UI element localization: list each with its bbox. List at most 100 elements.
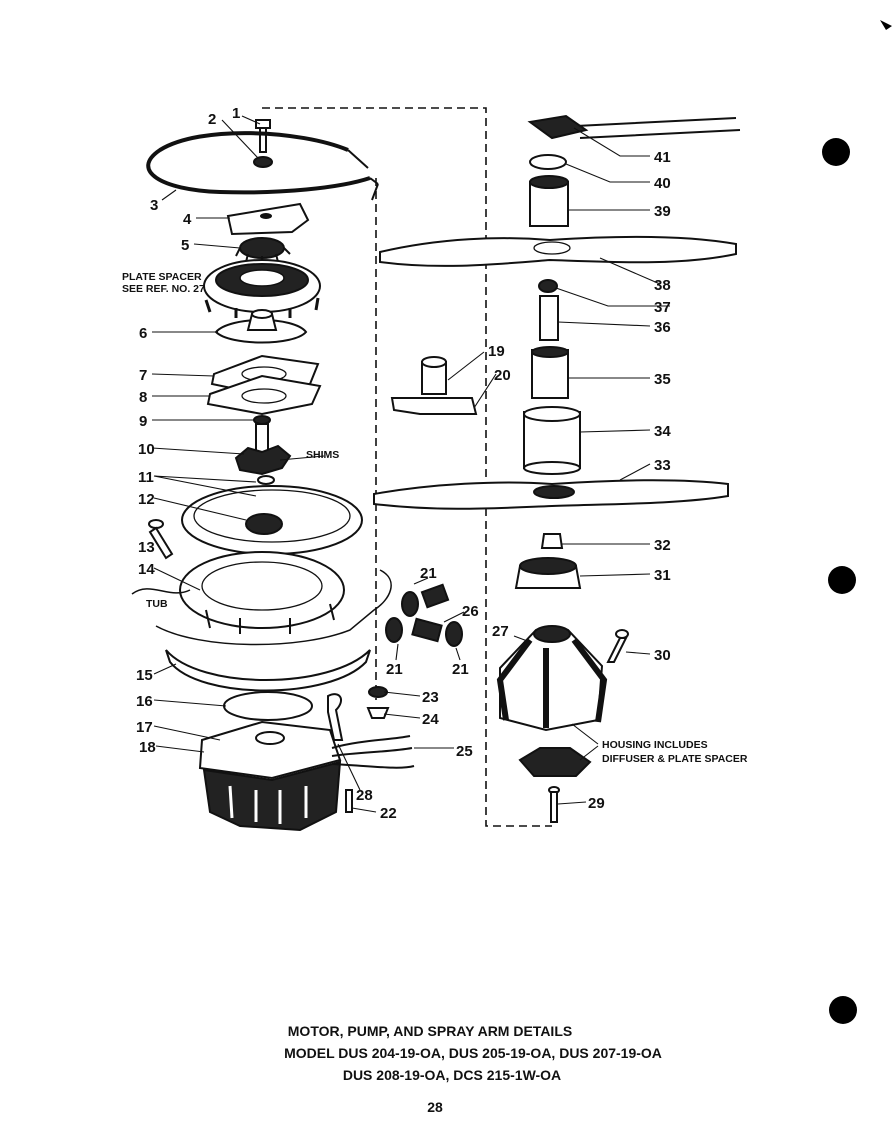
callout-31: 31 xyxy=(654,567,671,584)
callout-24: 24 xyxy=(422,711,439,728)
note-housing-2: DIFFUSER & PLATE SPACER xyxy=(602,753,748,765)
note-shims: SHIMS xyxy=(306,449,339,461)
callout-28: 28 xyxy=(356,787,373,804)
part-26-hoses xyxy=(411,583,450,643)
part-1-screw xyxy=(255,119,271,153)
callout-22: 22 xyxy=(380,805,397,822)
binder-hole-bottom xyxy=(829,996,857,1024)
part-25-wires xyxy=(331,735,415,769)
part-32-nut xyxy=(540,533,564,549)
callout-19: 19 xyxy=(488,343,505,360)
part-16-disc xyxy=(223,691,313,721)
callout-32: 32 xyxy=(654,537,671,554)
part-6-pump-cover xyxy=(214,309,308,344)
note-tub: TUB xyxy=(146,598,168,610)
assembly-guide-lines xyxy=(262,107,552,827)
part-15-ring xyxy=(165,649,371,692)
title-block: MOTOR, PUMP, AND SPRAY ARM DETAILS MODEL… xyxy=(284,1023,662,1115)
callout-21-b: 21 xyxy=(386,661,403,678)
callout-16: 16 xyxy=(136,693,153,710)
callout-7: 7 xyxy=(139,367,147,384)
note-plate-spacer-1: PLATE SPACER xyxy=(122,271,202,283)
binder-hole-middle xyxy=(828,566,856,594)
part-22-screw xyxy=(345,789,353,813)
callout-27: 27 xyxy=(492,623,509,640)
callout-29: 29 xyxy=(588,795,605,812)
callout-34: 34 xyxy=(654,423,671,440)
part-8-plate xyxy=(206,374,322,416)
tub-outline xyxy=(131,569,392,646)
part-9-seal xyxy=(253,415,271,425)
callout-26: 26 xyxy=(462,603,479,620)
title-line-2: MODEL DUS 204-19-OA, DUS 205-19-OA, DUS … xyxy=(284,1045,662,1061)
part-10-chopper xyxy=(234,423,292,476)
part-39-nut xyxy=(529,175,569,227)
note-plate-spacer-2: SEE REF. NO. 27 xyxy=(122,283,205,295)
part-34-tube xyxy=(523,406,581,475)
note-housing-1: HOUSING INCLUDES xyxy=(602,739,708,751)
shims xyxy=(257,475,275,485)
part-29-screw xyxy=(548,786,560,823)
corner-mark xyxy=(880,20,892,30)
callout-3: 3 xyxy=(150,197,158,214)
callout-38: 38 xyxy=(654,277,671,294)
callout-18: 18 xyxy=(139,739,156,756)
callout-23: 23 xyxy=(422,689,439,706)
binder-hole-top xyxy=(822,138,850,166)
part-37-nut xyxy=(538,279,558,293)
part-24-valve xyxy=(366,707,390,719)
callout-13: 13 xyxy=(138,539,155,556)
part-36-tube xyxy=(539,295,559,341)
callout-4: 4 xyxy=(183,211,192,228)
callout-17: 17 xyxy=(136,719,153,736)
callout-12: 12 xyxy=(138,491,155,508)
callout-6: 6 xyxy=(139,325,147,342)
callout-21-c: 21 xyxy=(452,661,469,678)
leader-lines xyxy=(151,115,670,813)
part-4-cover xyxy=(226,202,310,236)
callout-25: 25 xyxy=(456,743,473,760)
part-20-bracket xyxy=(390,397,478,415)
callout-2: 2 xyxy=(208,111,216,128)
callout-40: 40 xyxy=(654,175,671,192)
part-11-12-pump-base xyxy=(181,485,363,555)
part-3-terminal xyxy=(347,149,379,201)
callout-30: 30 xyxy=(654,647,671,664)
part-21-clamps xyxy=(385,591,463,647)
diffuser xyxy=(518,747,592,777)
part-40-ring xyxy=(529,154,567,170)
callout-37: 37 xyxy=(654,299,671,316)
part-14-housing xyxy=(179,551,345,634)
part-41-supply-tube xyxy=(527,114,741,140)
callout-41: 41 xyxy=(654,149,671,166)
part-28-clip xyxy=(327,693,344,741)
callout-14: 14 xyxy=(138,561,155,578)
callout-35: 35 xyxy=(654,371,671,388)
page-number: 28 xyxy=(427,1099,443,1115)
callout-5: 5 xyxy=(181,237,189,254)
part-2-grommet xyxy=(253,156,273,168)
callout-numbers: 1 2 3 4 5 6 7 8 9 10 11 12 13 14 15 16 1… xyxy=(136,105,671,822)
part-35-tube xyxy=(531,346,569,399)
part-13-bolt xyxy=(148,519,174,560)
diagram-notes: PLATE SPACER SEE REF. NO. 27 SHIMS TUB H… xyxy=(122,271,748,765)
part-31-hub xyxy=(514,557,582,589)
callout-15: 15 xyxy=(136,667,153,684)
callout-8: 8 xyxy=(139,389,147,406)
part-38-upper-spray-arm xyxy=(379,235,737,267)
callout-9: 9 xyxy=(139,413,147,430)
part-3-heater xyxy=(146,131,371,195)
callout-21-a: 21 xyxy=(420,565,437,582)
callout-36: 36 xyxy=(654,319,671,336)
part-17-18-motor xyxy=(198,720,342,832)
callout-1: 1 xyxy=(232,105,240,122)
part-27-pump-housing xyxy=(496,625,608,732)
part-19-bearing xyxy=(421,356,447,395)
plate-spacer xyxy=(203,259,321,318)
callout-33: 33 xyxy=(654,457,671,474)
callout-11: 11 xyxy=(138,469,154,486)
part-30-screw xyxy=(606,629,629,663)
title-line-3: DUS 208-19-OA, DCS 215-1W-OA xyxy=(343,1067,561,1083)
title-line-1: MOTOR, PUMP, AND SPRAY ARM DETAILS xyxy=(288,1023,572,1039)
